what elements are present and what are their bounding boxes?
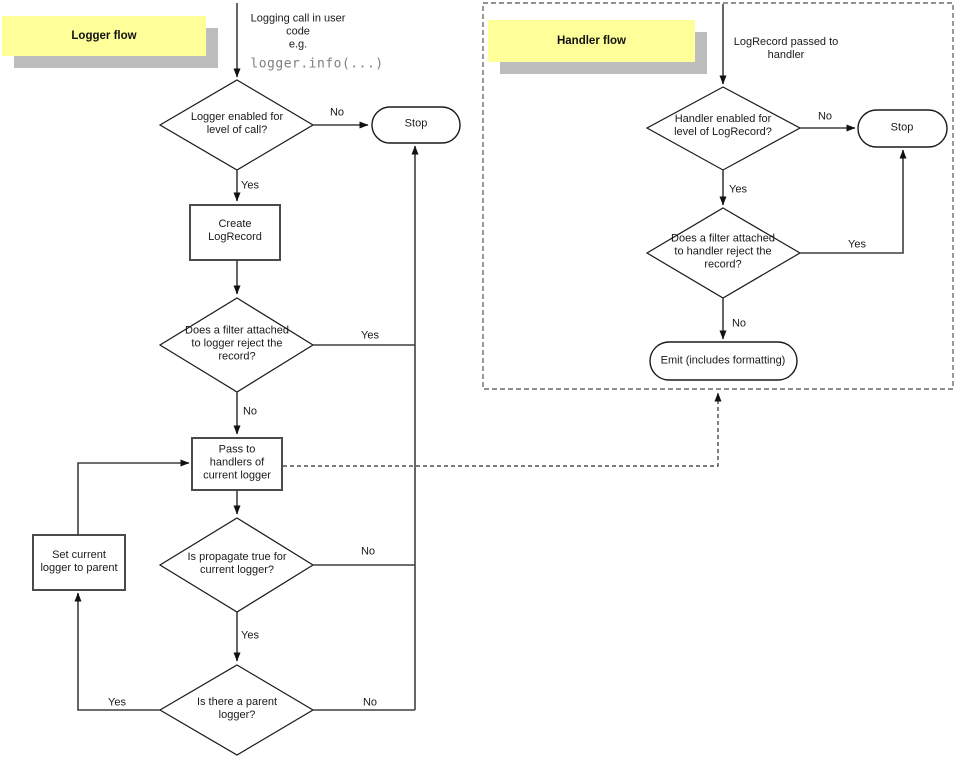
edge-pass-to-handler-flow-dashed (283, 392, 722, 467)
logger-flow-title: Logger flow (71, 30, 137, 42)
handler-flow-note: Handler flow (488, 20, 695, 62)
handler-level-decision (645, 86, 802, 171)
handler-flow-container (482, 2, 954, 390)
logger-level-decision (158, 79, 315, 171)
edge-set-parent-to-pass (77, 459, 190, 535)
pass-to-handlers-process (191, 437, 283, 491)
handler-flow-title: Handler flow (556, 35, 626, 47)
set-current-logger-process (32, 534, 126, 591)
handler-filter-decision (645, 207, 802, 299)
logger-filter-decision (158, 297, 315, 393)
edge-parent-yes (74, 592, 160, 711)
edge-handler-filter-yes (800, 149, 907, 254)
propagate-decision (158, 517, 315, 613)
logger-flow-note: Logger flow (2, 16, 206, 56)
create-logrecord-process (189, 204, 281, 261)
emit-terminator (649, 341, 798, 381)
handler-stop-terminator (857, 109, 948, 148)
logger-stop-terminator (371, 106, 461, 144)
parent-logger-decision (158, 664, 315, 756)
